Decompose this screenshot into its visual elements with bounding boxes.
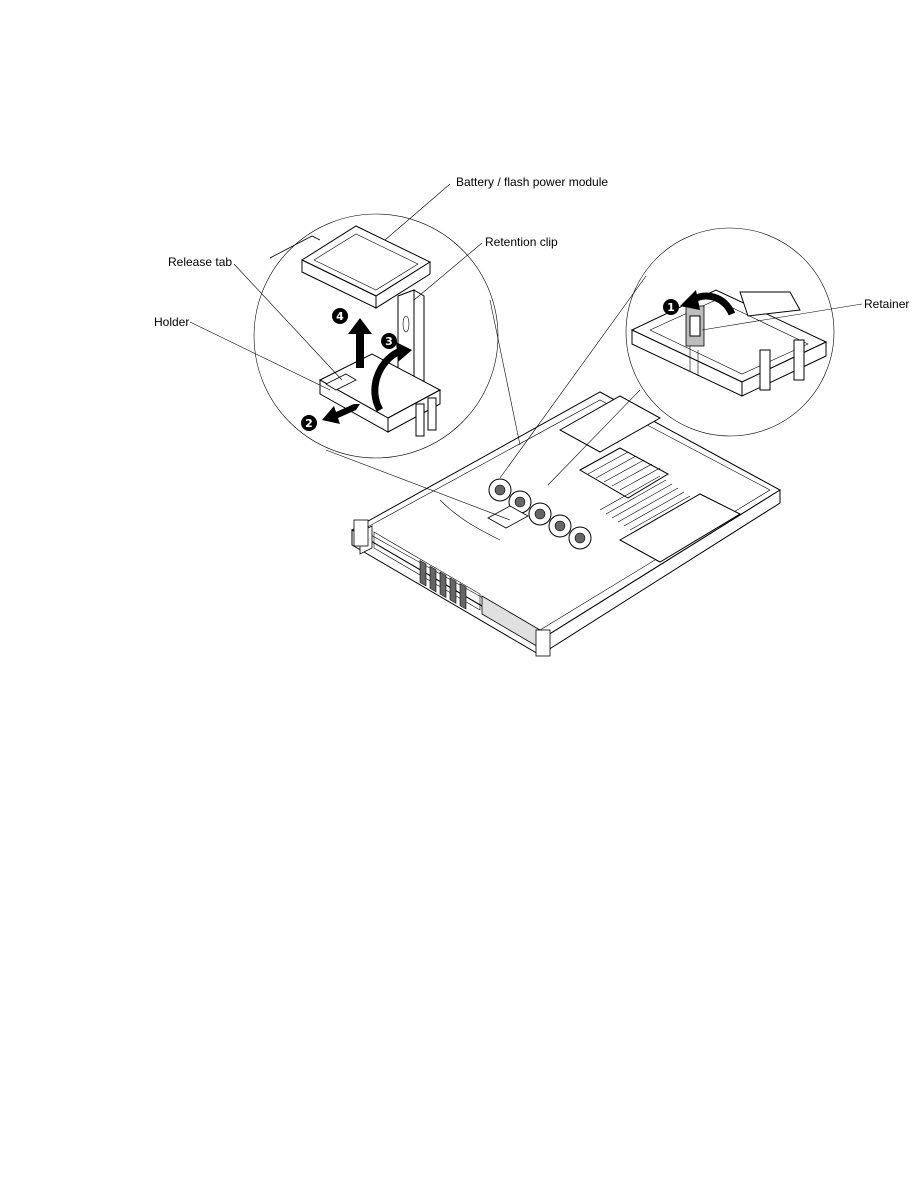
svg-text:4: 4 [336,310,344,323]
drive-bays [419,560,467,610]
dimm-slots [599,475,691,531]
arrow-step-1 [680,290,736,316]
step-callout-4: 4 [332,308,348,324]
arrow-step-3 [371,342,412,412]
label-release-tab: Release tab [168,255,232,269]
svg-text:1: 1 [667,301,675,314]
svg-text:3: 3 [385,335,393,348]
detail-circle-right [499,227,835,486]
arrow-step-2 [322,404,360,424]
svg-text:2: 2 [305,417,313,430]
step-callout-3: 3 [381,333,397,349]
step-callout-2: 2 [301,415,317,431]
battery-module [269,225,432,309]
arrow-step-4 [348,318,372,368]
server-chassis [350,391,781,657]
step-callout-1: 1 [663,299,679,315]
detail-circle-left [253,213,521,521]
leader-lines [189,183,863,391]
retainer-assembly [630,289,828,397]
label-retainer: Retainer [864,297,909,311]
label-holder: Holder [154,315,189,329]
label-battery-flash-power-module: Battery / flash power module [456,175,608,189]
heatsink [578,447,670,499]
fan-row [488,478,592,550]
label-retention-clip: Retention clip [485,235,558,249]
